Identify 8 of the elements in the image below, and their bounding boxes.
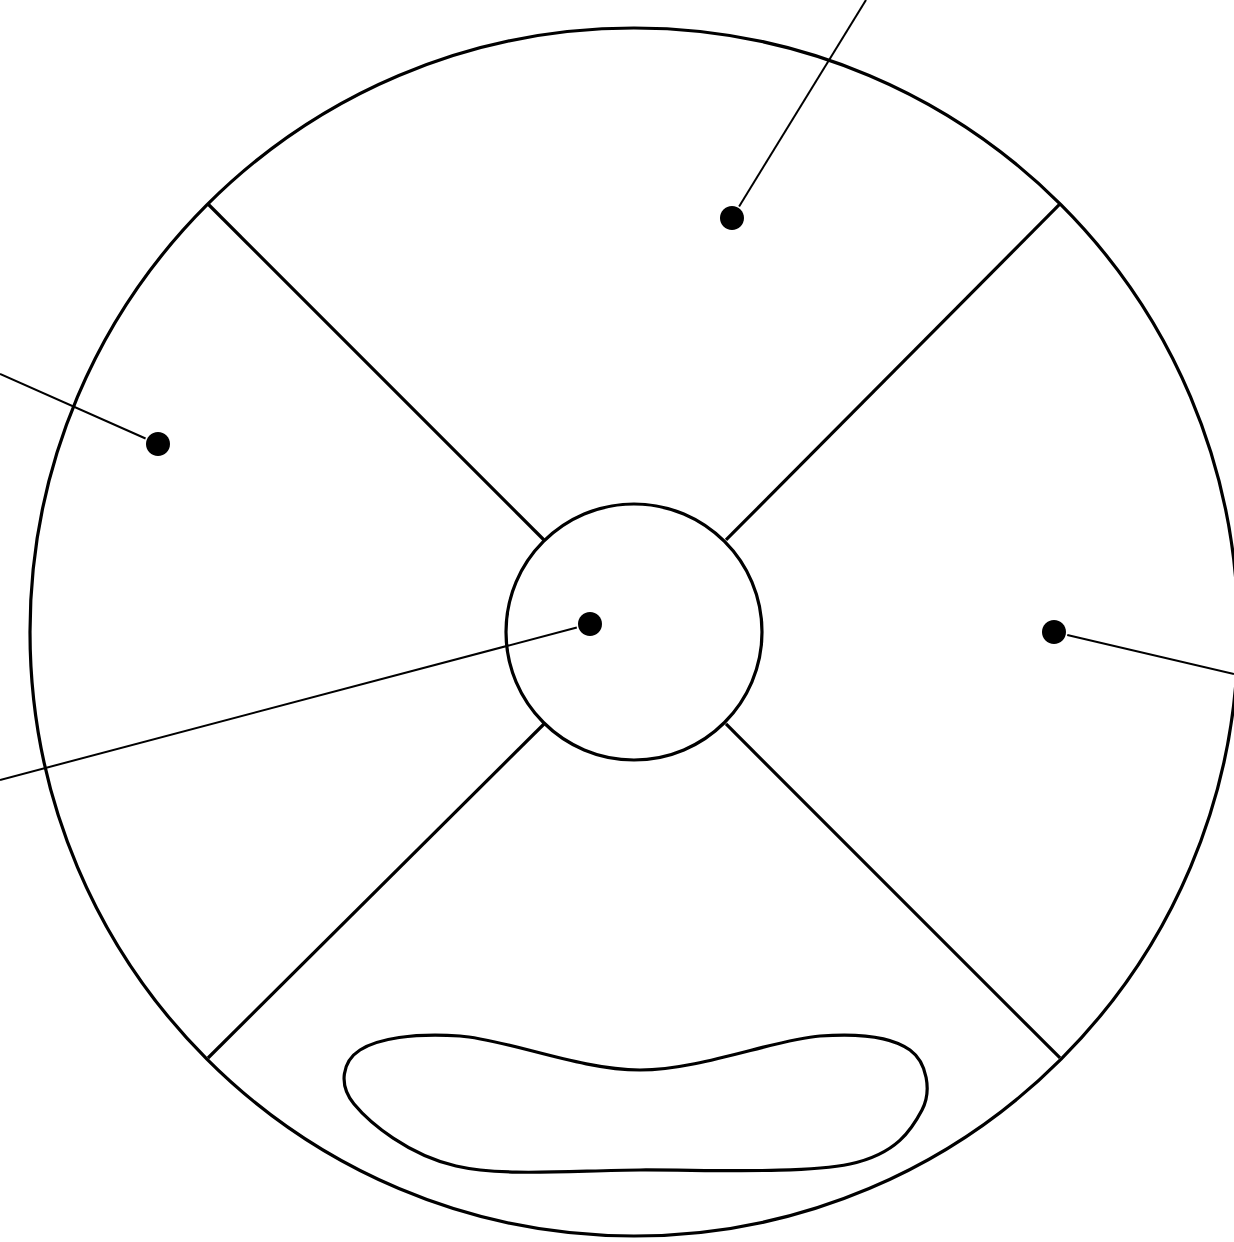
dot [578,612,602,636]
leader-line [0,626,578,781]
leader-line [1066,634,1234,675]
dot [146,432,170,456]
dot [720,206,744,230]
leader-line [738,0,867,208]
dot [1042,620,1066,644]
leader-line [0,373,147,440]
